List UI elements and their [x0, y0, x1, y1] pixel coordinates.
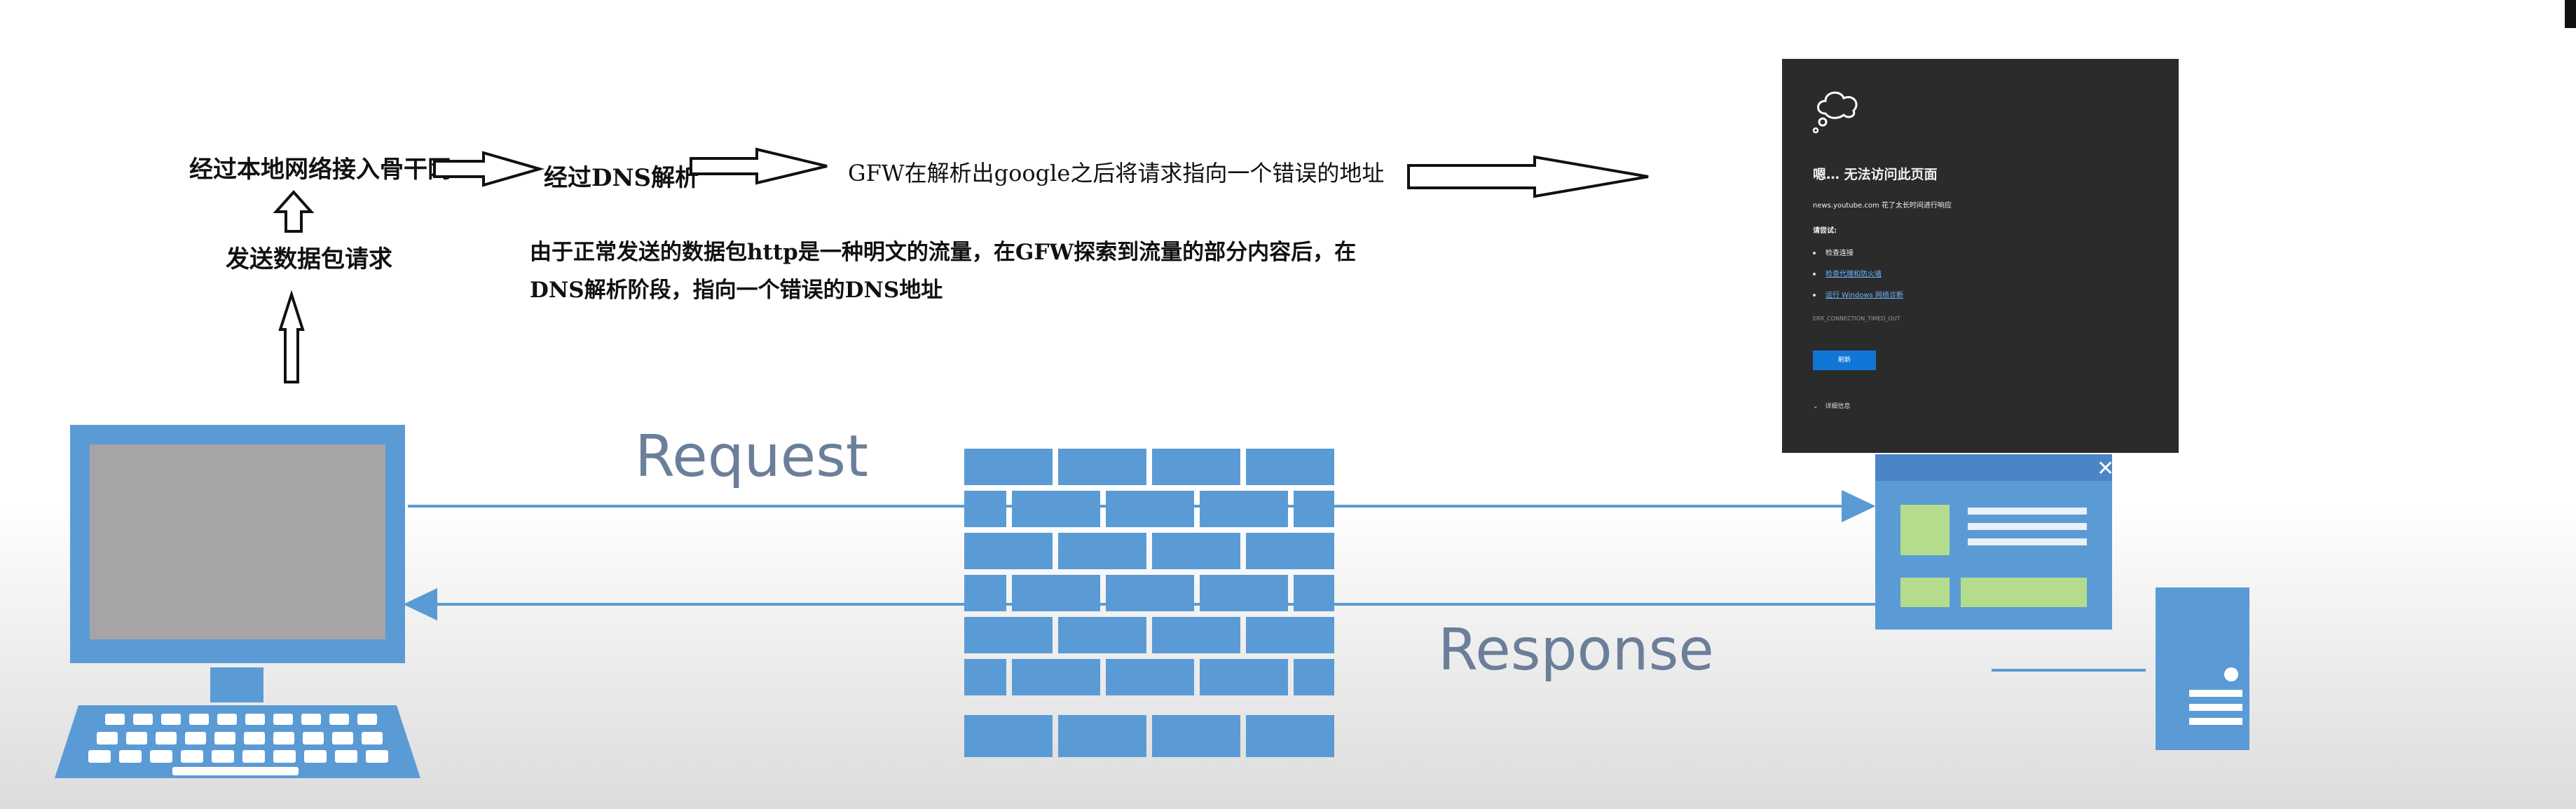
check-proxy-link[interactable]: 检查代理和防火墙 [1825, 271, 1882, 278]
chevron-down-icon: ⌄ [1813, 403, 1818, 410]
sad-cloud-icon [1812, 91, 1858, 134]
run-diagnostics-link[interactable]: 运行 Windows 网络诊断 [1825, 292, 1903, 299]
bullet-icon [1813, 273, 1816, 276]
arrow-to-dns [433, 151, 545, 187]
suggestion-run-diagnostics[interactable]: 运行 Windows 网络诊断 [1813, 289, 1903, 299]
step-local-network-label: 经过本地网络接入骨干网 [189, 156, 451, 184]
error-page-screenshot: 嗯… 无法访问此页面 news.youtube.com 花了太长时间进行响应 请… [1782, 59, 2179, 453]
error-try-heading: 请尝试: [1813, 227, 1837, 235]
arrow-up-small [273, 189, 315, 233]
explanation-line-1: 由于正常发送的数据包http是一种明文的流量，在GFW探索到流量的部分内容后，在 [530, 240, 1357, 265]
step-send-packet-label: 发送数据包请求 [226, 245, 392, 273]
request-label: Request [635, 423, 869, 490]
step-dns-label: 经过DNS解析 [544, 164, 699, 192]
error-title: 嗯… 无法访问此页面 [1813, 167, 1938, 182]
step-gfw-label: GFW在解析出google之后将请求指向一个错误的地址 [848, 160, 1385, 186]
bullet-icon [1813, 294, 1816, 297]
suggestion-check-connection: 检查连接 [1813, 247, 1854, 257]
firewall-icon [964, 449, 1334, 757]
arrow-up-long [278, 290, 305, 383]
browser-close-icon: ✕ [2097, 456, 2114, 481]
response-label: Response [1438, 617, 1714, 684]
server-icon [1992, 587, 2249, 750]
suggestion-check-proxy[interactable]: 检查代理和防火墙 [1813, 268, 1882, 278]
browser-window-icon: ✕ [1875, 454, 2114, 630]
error-host-message: news.youtube.com 花了太长时间进行响应 [1813, 202, 1952, 210]
details-toggle[interactable]: ⌄详细信息 [1813, 403, 1851, 410]
error-code: ERR_CONNECTION_TIMED_OUT [1813, 315, 1900, 322]
arrow-to-gfw [690, 147, 828, 185]
edge-marker [2565, 0, 2576, 28]
computer-icon [55, 425, 420, 778]
explanation-line-2: DNS解析阶段，指向一个错误的DNS地址 [530, 278, 943, 303]
refresh-button[interactable]: 刷新 [1813, 351, 1876, 370]
arrow-to-error-page [1407, 155, 1649, 198]
bullet-icon [1813, 252, 1816, 254]
